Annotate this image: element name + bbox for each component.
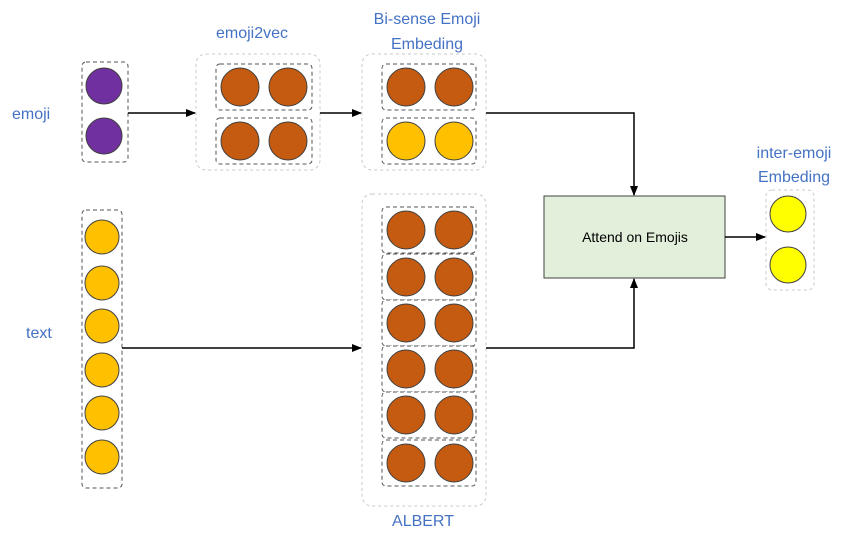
albert-node [386, 303, 426, 343]
emoji2vec-node [268, 121, 308, 161]
emoji-label: emoji [12, 106, 50, 123]
albert-node [386, 349, 426, 389]
albert-node [434, 210, 474, 250]
text-label: text [26, 325, 52, 342]
text-token-node [84, 308, 120, 344]
emoji-input-column [81, 61, 129, 163]
text-token-node [84, 352, 120, 388]
albert-title: ALBERT [392, 513, 454, 530]
bisense-node [434, 121, 474, 161]
bisense-node [386, 67, 426, 107]
bisense-node [434, 67, 474, 107]
albert-node [434, 257, 474, 297]
emoji2vec-block [195, 53, 321, 171]
text-token-node [84, 219, 120, 255]
albert-node [386, 257, 426, 297]
albert-node [386, 210, 426, 250]
emoji2vec-node [220, 121, 260, 161]
emoji2vec-node [268, 67, 308, 107]
albert-block [361, 193, 487, 507]
emoji-node [85, 67, 123, 105]
text-token-node [84, 439, 120, 475]
emoji-node [85, 117, 123, 155]
inter-emoji-node [769, 246, 807, 284]
albert-node [386, 395, 426, 435]
attend-label: Attend on Emojis [582, 229, 688, 245]
albert-node [434, 349, 474, 389]
bisense-title-line2: Embeding [391, 36, 463, 53]
arrow-bisense-to-attend [486, 112, 638, 196]
attend-box: Attend on Emojis [543, 195, 726, 279]
inter-emoji-block [765, 189, 815, 291]
bisense-title-line1: Bi-sense Emoji [374, 11, 481, 28]
text-token-node [84, 265, 120, 301]
bisense-block [361, 53, 487, 171]
albert-node [434, 443, 474, 483]
text-input-column [81, 209, 123, 489]
arrow-albert-to-attend [486, 278, 638, 349]
inter-emoji-title-line2: Embeding [758, 169, 830, 186]
inter-emoji-title-line1: inter-emoji [757, 145, 832, 162]
inter-emoji-node [769, 195, 807, 233]
emoji2vec-title: emoji2vec [216, 25, 288, 42]
albert-node [434, 395, 474, 435]
albert-node [434, 303, 474, 343]
albert-node [386, 443, 426, 483]
bisense-node [386, 121, 426, 161]
text-token-node [84, 395, 120, 431]
emoji2vec-node [220, 67, 260, 107]
